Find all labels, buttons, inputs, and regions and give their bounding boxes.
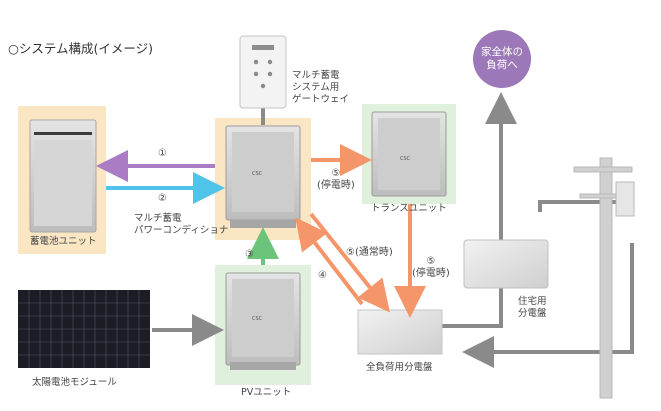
flow-1-label: ① [158,148,167,159]
trans-unit-device: CSC [371,111,447,197]
flow-5-outage-label-a: ⑤ (停電時) [317,168,355,191]
page-title: ○システム構成(イメージ) [8,41,154,56]
solar-module-device [18,290,150,368]
flow-2-label: ② [158,193,167,204]
whole-home-load-label: 家全体の 負荷へ [481,46,523,71]
flow-4-arrow [295,217,364,306]
flow-4-label: ④ [318,270,327,281]
pcs-logo: CSC [252,171,263,177]
pv-unit-label: PVユニット [241,387,292,398]
pcs-label: マルチ蓄電 パワーコンディショナ [134,213,229,236]
full-load-panel-label: 全負荷用分電盤 [366,362,433,373]
flow-5-normal-label: ⑤(通常時) [346,247,393,258]
full-load-panel-device [357,309,443,355]
solar-module-label: 太陽電池モジュール [32,377,117,388]
pv-logo: CSC [252,316,263,322]
storage-unit-label: 蓄電池ユニット [30,236,97,247]
utility-pole-icon [573,157,635,399]
gateway-label: マルチ蓄電 システム用 ゲートウェイ [292,70,350,105]
flow-3-label: ③ [245,249,254,260]
storage-battery-device [29,119,97,233]
trans-logo: CSC [400,156,411,162]
pcs-device: CSC [225,125,301,228]
flow-5-outage-label-b: ⑤ (停電時) [412,256,450,279]
home-panel-label: 住宅用 分電盤 [518,296,547,319]
whole-home-load-bubble: 家全体の 負荷へ [473,30,531,88]
gateway-device [239,35,287,109]
pv-unit-device: CSC [225,272,301,370]
home-panel-device [463,239,549,289]
trans-unit-label: トランスユニット [371,203,447,214]
